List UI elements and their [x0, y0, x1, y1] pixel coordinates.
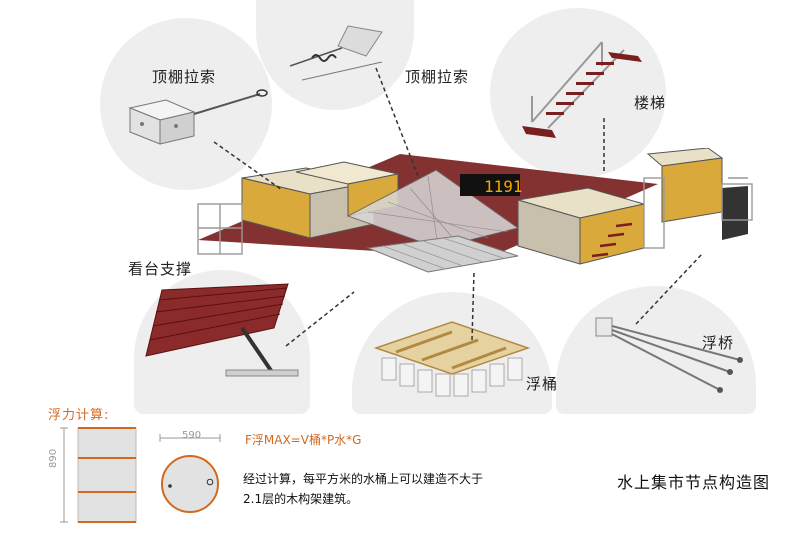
barrel-diameter-dimension: 590 — [182, 430, 202, 441]
buoyancy-formula: F浮MAX=V桶*P水*G — [245, 433, 362, 447]
stairs-illustration — [522, 41, 642, 138]
label-floating-bridge: 浮桥 — [702, 334, 735, 352]
detail-circle-canopy-anchor — [100, 18, 272, 190]
label-canopy-cable-right: 顶棚拉索 — [405, 68, 470, 86]
calc-note-line2: 2.1层的木构架建筑。 — [243, 492, 359, 506]
main-market-model: 1191 — [197, 148, 753, 273]
barrel-elevation-drawing — [60, 427, 137, 523]
buoyancy-calc-title: 浮力计算: — [48, 408, 110, 423]
label-canopy-cable-left: 顶棚拉索 — [152, 68, 217, 86]
center-screen-text: 1191 — [484, 177, 523, 196]
barrel-height-dimension: 890 — [48, 448, 59, 468]
label-stairs: 楼梯 — [634, 94, 667, 112]
canopy-anchor-illustration — [128, 89, 268, 145]
label-floating-bucket: 浮桶 — [526, 375, 559, 393]
summary-title: 水上集市节点构造图 — [617, 473, 771, 492]
canopy-cable-illustration — [289, 25, 383, 81]
label-stand-support: 看台支撑 — [128, 260, 193, 278]
floating-bridge-illustration — [595, 317, 743, 393]
calc-note-line1: 经过计算，每平方米的水桶上可以建造不大于 — [243, 472, 484, 486]
stand-support-illustration — [145, 283, 299, 377]
barrel-plan-drawing — [159, 434, 221, 513]
floating-bucket-illustration — [373, 321, 531, 397]
